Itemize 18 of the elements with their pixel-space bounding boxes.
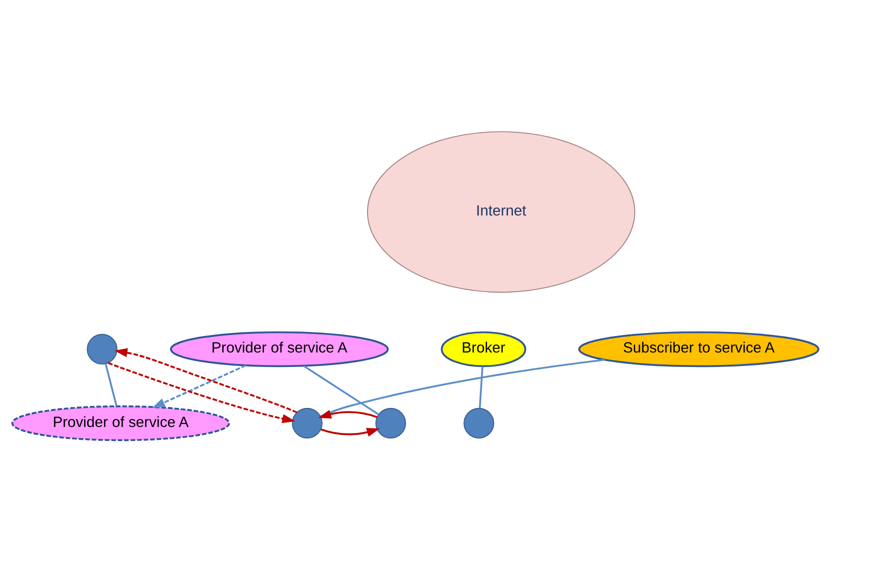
node-ellipse: Provider of service A [11, 405, 230, 442]
node-ellipse: Subscriber to service A [578, 331, 820, 368]
arrow [108, 362, 296, 424]
node-ellipse: Provider of service A [170, 331, 389, 368]
node-ellipse: Internet [367, 131, 636, 293]
arrow [318, 410, 378, 419]
arrow [320, 428, 380, 437]
node-ellipse: Broker [440, 331, 526, 368]
connector [303, 365, 380, 416]
node-circle [86, 334, 118, 365]
arrow [114, 348, 298, 414]
node-circle [375, 408, 406, 439]
connector [320, 358, 605, 418]
connector [104, 363, 118, 406]
node-circle [292, 408, 323, 439]
arrow [152, 364, 246, 408]
node-circle [464, 408, 494, 439]
connector [478, 366, 484, 408]
